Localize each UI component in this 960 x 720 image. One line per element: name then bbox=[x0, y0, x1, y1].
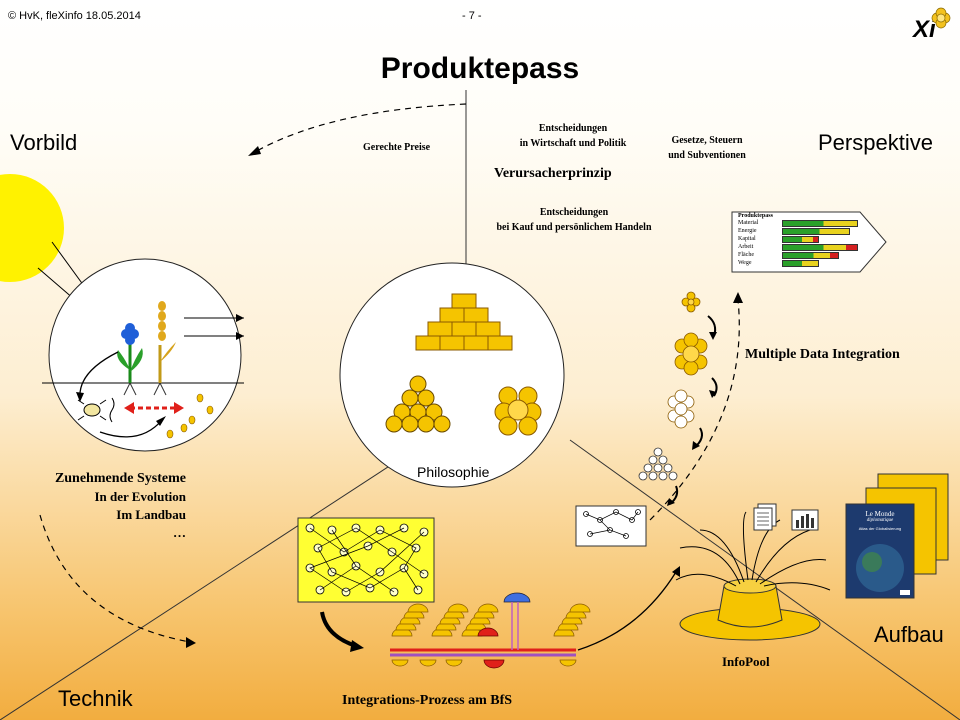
sun-icon bbox=[0, 174, 64, 282]
cluster-medium-icon bbox=[674, 332, 708, 376]
atlas-book-text: Le Monde diplomatique Atlas der Globalis… bbox=[848, 510, 912, 531]
book-caption: Atlas der Globalisierung bbox=[858, 526, 902, 531]
infopool-icon bbox=[675, 511, 831, 641]
pass-row-label: Fläche bbox=[738, 252, 754, 258]
page-number: - 7 - bbox=[462, 10, 482, 22]
pass-row: Fläche bbox=[738, 251, 862, 259]
pass-row: Kapital bbox=[738, 235, 862, 243]
pass-row-bar bbox=[782, 251, 839, 259]
left-text-line1: Zunehmende Systeme bbox=[54, 471, 186, 486]
copyright-text: © HvK, fleXinfo 18.05.2014 bbox=[8, 10, 141, 22]
pass-row-bar bbox=[782, 243, 859, 251]
label-laws: Gesetze, Steuern und Subventionen bbox=[652, 133, 762, 163]
wheat-plant-icon bbox=[158, 301, 176, 383]
pass-row-bar bbox=[782, 235, 820, 243]
pass-row-label: Wege bbox=[738, 260, 752, 266]
label-laws-line2: und Subventionen bbox=[668, 150, 746, 161]
pass-row-label: Kapital bbox=[738, 236, 756, 242]
label-fair-prices: Gerechte Preise bbox=[363, 142, 431, 153]
label-perspektive: Perspektive bbox=[818, 130, 933, 155]
label-decisions-politics: Entscheidungen in Wirtschaft und Politik bbox=[500, 121, 646, 151]
label-infopool: InfoPool bbox=[722, 654, 770, 669]
logo-flower-icon bbox=[931, 7, 951, 29]
pass-row: Wege bbox=[738, 259, 862, 267]
pass-row: Arbeit bbox=[738, 243, 862, 251]
pass-card-title: Produktepass bbox=[738, 213, 773, 219]
label-decisions-politics-line2: in Wirtschaft und Politik bbox=[519, 138, 627, 149]
gold-pyramid-icon bbox=[415, 293, 513, 351]
cluster-pyramid-icon bbox=[638, 447, 678, 481]
book-subtitle: diplomatique bbox=[866, 518, 894, 523]
left-text-line4: … bbox=[173, 525, 186, 540]
pass-row-bar bbox=[782, 219, 859, 227]
label-decisions-politics-line1: Entscheidungen bbox=[538, 123, 608, 134]
flower-plant-icon bbox=[117, 323, 143, 383]
label-integration-process: Integrations-Prozess am BfS bbox=[342, 693, 513, 708]
cluster-small-icon bbox=[681, 291, 701, 313]
label-laws-line1: Gesetze, Steuern bbox=[671, 135, 743, 146]
pass-row-label: Arbeit bbox=[738, 244, 754, 250]
left-text-block: Zunehmende Systeme In der Evolution Im L… bbox=[10, 470, 186, 542]
seeds-icon bbox=[166, 393, 214, 439]
left-text-line3: Im Landbau bbox=[116, 507, 186, 522]
label-polluter-pays: Verursacherprinzip bbox=[494, 166, 612, 181]
label-decisions-purchase-line1: Entscheidungen bbox=[539, 207, 609, 218]
label-decisions-purchase-line2: bei Kauf und persönlichem Handeln bbox=[496, 222, 652, 233]
pass-row-bar bbox=[782, 227, 851, 235]
label-vorbild: Vorbild bbox=[10, 130, 78, 155]
left-text-line2: In der Evolution bbox=[94, 489, 186, 504]
pass-row-bar bbox=[782, 259, 820, 267]
label-aufbau: Aufbau bbox=[874, 622, 944, 647]
books-icon bbox=[845, 473, 949, 599]
pass-row: Energie bbox=[738, 227, 862, 235]
label-philosophie: Philosophie bbox=[417, 464, 490, 480]
document-icon bbox=[753, 503, 777, 531]
ball-pyramid-icon bbox=[385, 375, 451, 433]
pass-row: Material bbox=[738, 219, 862, 227]
bar-chart-icon bbox=[791, 509, 819, 531]
label-technik: Technik bbox=[58, 686, 133, 711]
pass-row-label: Material bbox=[738, 220, 759, 226]
label-multiple-data-integration: Multiple Data Integration bbox=[745, 347, 900, 362]
label-decisions-purchase: Entscheidungen bei Kauf und persönlichem… bbox=[462, 205, 686, 235]
beetle-icon bbox=[77, 399, 107, 421]
integration-process-icon bbox=[390, 592, 591, 669]
page-title: Produktepass bbox=[380, 52, 580, 85]
ball-cluster-icon bbox=[494, 386, 542, 436]
book-title: Le Monde bbox=[865, 510, 895, 518]
logo-xi: Xi bbox=[913, 16, 936, 43]
cluster-outline-icon bbox=[667, 389, 695, 429]
pass-row-label: Energie bbox=[738, 228, 757, 234]
